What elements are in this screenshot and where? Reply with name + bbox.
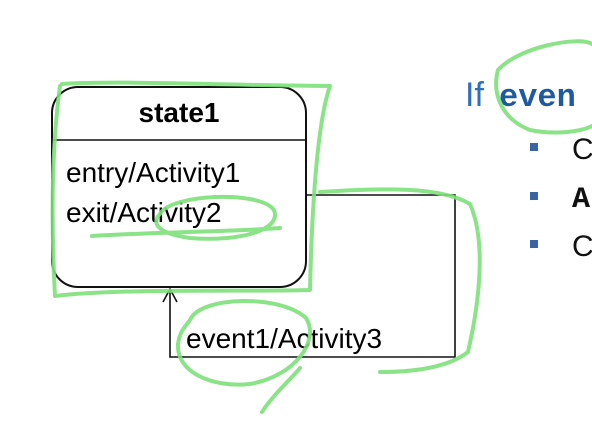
bullet-list: C A C — [530, 133, 592, 263]
bullet-item-1: C — [572, 133, 592, 166]
self-transition: event1/Activity3 — [162, 194, 456, 358]
annotation-event-tail — [260, 366, 302, 414]
bullet-marker-icon — [530, 192, 538, 200]
bullet-marker-icon — [530, 143, 538, 151]
annotation-activity2-circle — [154, 194, 277, 241]
state-name: state1 — [139, 97, 220, 128]
bullet-item-2: A — [572, 183, 590, 217]
annotation-state-outline — [50, 80, 332, 298]
annotation-event-circle — [175, 299, 312, 387]
transition-label: event1/Activity3 — [186, 323, 382, 354]
green-annotations — [50, 39, 592, 414]
bullet-item-3: C — [572, 230, 592, 263]
state-node: state1 entry/Activity1 exit/Activity2 — [51, 86, 307, 288]
transition-path — [169, 194, 456, 358]
state-entry-action: entry/Activity1 — [66, 157, 240, 188]
slide-heading: If even — [465, 76, 576, 116]
annotation-code-circle — [494, 39, 592, 135]
if-keyword: If — [465, 76, 484, 114]
bullet-marker-icon — [530, 240, 538, 248]
code-fragment: even — [499, 79, 576, 116]
state-exit-action: exit/Activity2 — [66, 197, 222, 228]
annotation-transition-curve — [318, 187, 482, 374]
